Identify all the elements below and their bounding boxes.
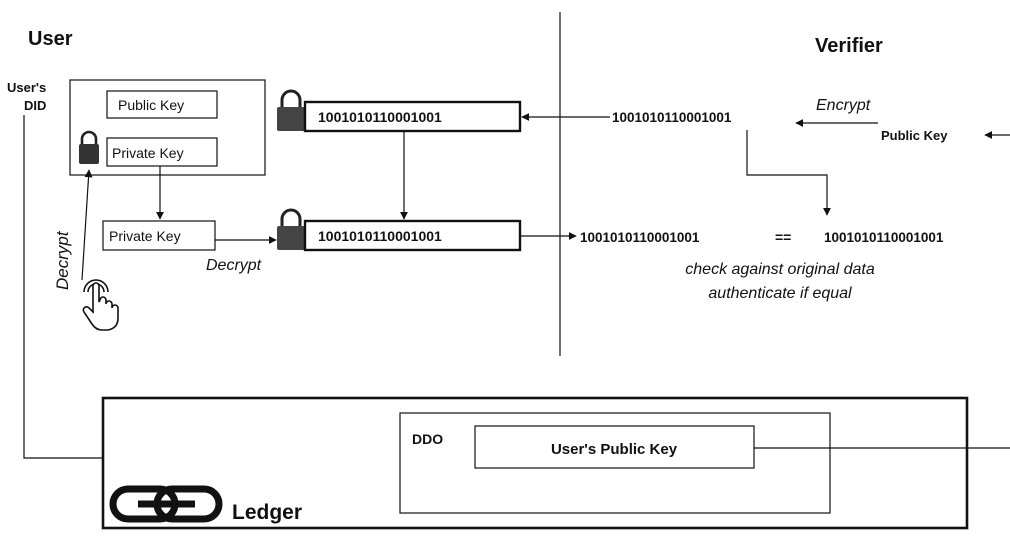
ddo-box: [399, 412, 831, 514]
ddo-public-key-box: [474, 425, 755, 469]
ddo-label: DDO: [412, 431, 443, 447]
ledger-label: Ledger: [232, 501, 302, 524]
decrypted-data-value: 1001010110001001: [318, 228, 442, 244]
verifier-heading: Verifier: [815, 35, 883, 57]
decrypt-horizontal-label: Decrypt: [206, 257, 262, 274]
private-key-box: [106, 137, 218, 167]
encrypt-label: Encrypt: [816, 97, 871, 114]
compare-left-value: 1001010110001001: [580, 230, 700, 245]
did-to-ledger-line: [23, 115, 103, 459]
did-label-line1: User's: [7, 80, 46, 95]
ledger-box: [101, 396, 969, 530]
chain-link-icon: [109, 485, 223, 523]
note-line1: check against original data: [685, 261, 875, 278]
bottom-lock-icon: [277, 208, 305, 250]
did-label-line2: DID: [24, 98, 46, 113]
private-key-copy-label: Private Key: [109, 228, 181, 244]
compare-operator: ==: [775, 229, 791, 245]
hand-pointer-icon: [82, 279, 119, 331]
arrow-hand-to-lock: [81, 169, 93, 281]
verifier-public-key-label: Public Key: [881, 128, 948, 143]
decrypt-vertical-label: Decrypt: [53, 230, 72, 290]
encrypted-data-value: 1001010110001001: [318, 109, 442, 125]
verifier-encrypted-value: 1001010110001001: [612, 110, 732, 125]
note-line2: authenticate if equal: [708, 285, 852, 302]
top-lock-icon: [277, 89, 305, 131]
public-key-label: Public Key: [118, 97, 184, 113]
user-heading: User: [28, 28, 73, 50]
ddo-public-key-label: User's Public Key: [551, 441, 678, 458]
private-key-label: Private Key: [112, 145, 184, 161]
encrypted-data-box: [303, 100, 522, 133]
compare-right-value: 1001010110001001: [824, 230, 944, 245]
user-key-container: [69, 79, 266, 176]
public-key-box: [106, 90, 218, 119]
arrow-verifier-to-compare: [746, 130, 831, 216]
private-key-copy-box: [102, 220, 216, 251]
private-key-lock-icon: [79, 130, 99, 164]
